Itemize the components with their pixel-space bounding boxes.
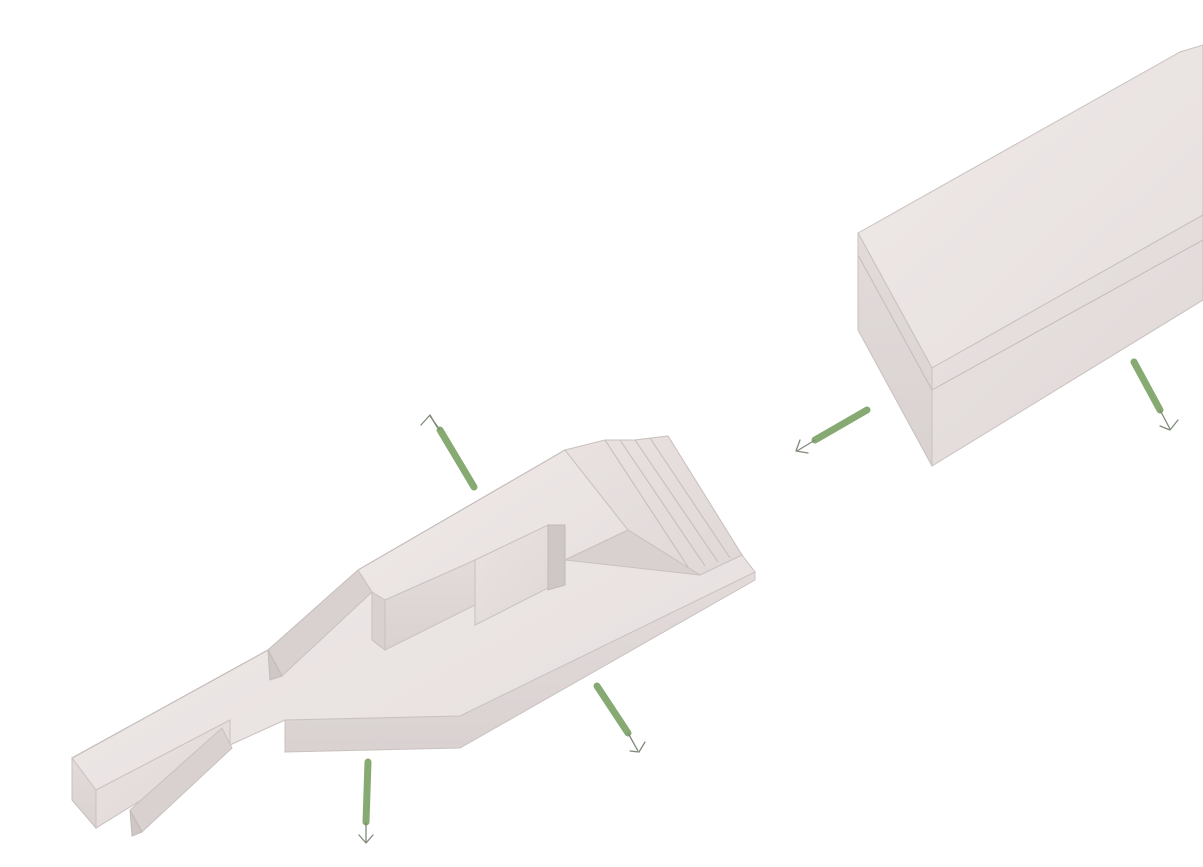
arrow-down xyxy=(358,758,374,844)
stepped-stone-block xyxy=(71,435,756,837)
block-base-front xyxy=(284,571,756,753)
arrow-left-between xyxy=(795,406,871,454)
beam-seam-line xyxy=(931,239,1203,391)
arrow-up-left xyxy=(420,414,478,491)
arrow-down-right-lower xyxy=(593,682,646,753)
rectangular-stone-beam xyxy=(857,44,1203,467)
arrow-down-right-beam xyxy=(1130,358,1179,431)
